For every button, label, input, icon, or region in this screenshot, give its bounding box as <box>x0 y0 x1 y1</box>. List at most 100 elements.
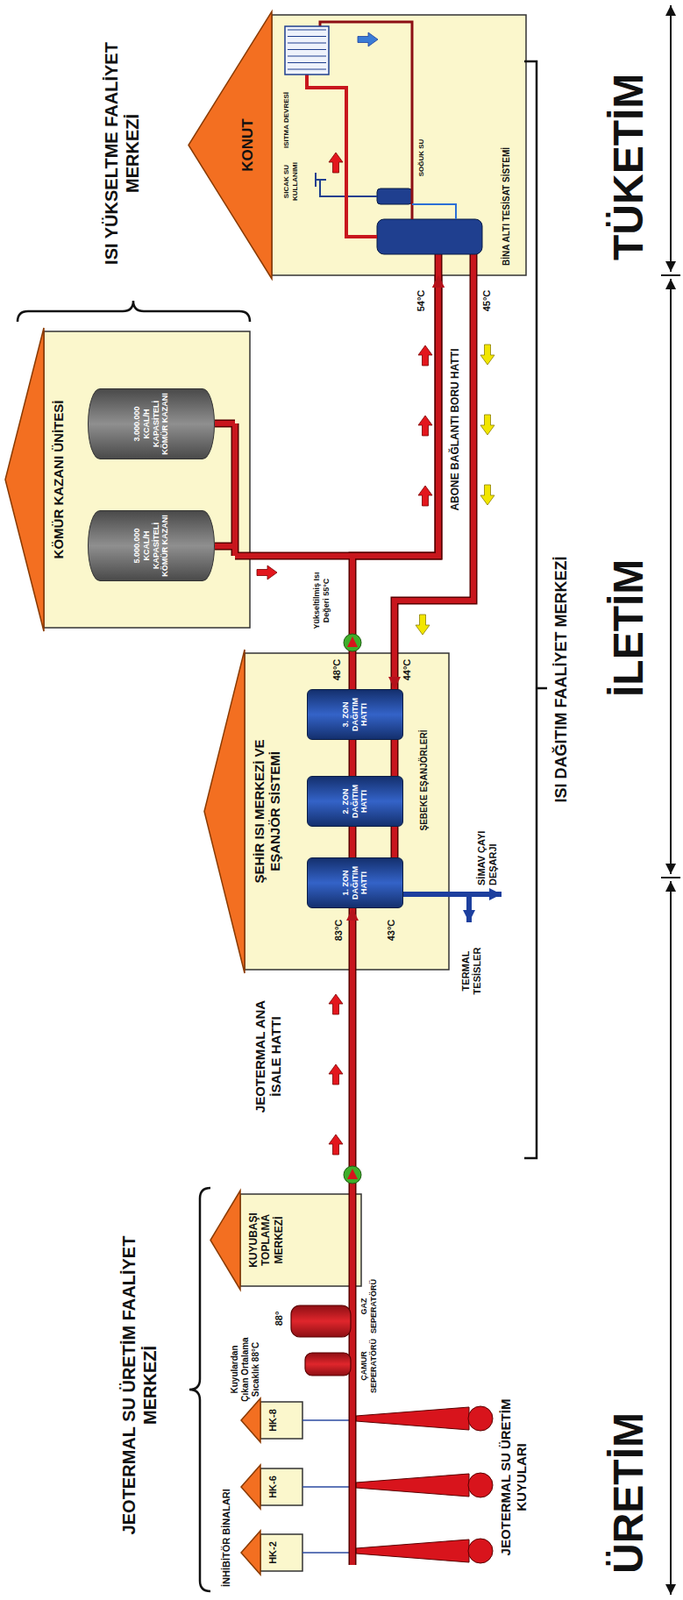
node-title: 3.000.000 KCAL/H KAPASİTELİ KÖMÜR KAZANI <box>130 389 172 459</box>
pipe-outline <box>249 275 474 1195</box>
label-text: ISITMA DEVRESİ <box>282 91 292 150</box>
label-text: TÜKETİM <box>603 10 655 261</box>
node-title: 3. ZON DAĞITIM HATTI <box>339 690 371 740</box>
brace <box>17 300 250 322</box>
building-installation <box>306 74 378 237</box>
brace <box>17 61 548 1592</box>
return-arrow <box>480 344 495 365</box>
label-text: TERMAL TESİSLER <box>460 933 484 1009</box>
label-text: 44°C <box>401 654 413 686</box>
pump <box>347 1168 358 1180</box>
house-roof <box>204 649 245 974</box>
node-title: KUYUBAŞI TOPLAMA MERKEZİ <box>210 1194 285 1287</box>
radiator-fin <box>287 35 327 37</box>
house-roof <box>5 327 44 632</box>
node-title: 5.000.000 KCAL/H KAPASİTELİ KÖMÜR KAZANI <box>130 511 172 581</box>
building-installation <box>284 21 483 255</box>
inhibitor-line <box>302 1420 349 1553</box>
pipe-outline <box>394 275 474 690</box>
label-text: İNHİBİTÖR BİNALARI <box>220 1437 233 1587</box>
boiler-node: 3.000.000 KCAL/H KAPASİTELİ KÖMÜR KAZANI <box>87 388 215 460</box>
well <box>355 1539 470 1563</box>
inhibitor-line <box>302 1486 349 1488</box>
radiator-fin <box>287 68 327 70</box>
building-installation <box>412 204 456 220</box>
well <box>355 1407 470 1431</box>
pipe-connector <box>349 739 356 776</box>
exchanger-node: 3. ZON DAĞITIM HATTI <box>306 689 404 740</box>
building-node: KONUT <box>188 14 527 276</box>
house-body <box>271 14 527 276</box>
house-shape <box>204 649 449 974</box>
return-arrow <box>415 614 430 635</box>
pipe <box>214 254 474 1566</box>
pump <box>343 1166 362 1184</box>
pipe-outline <box>348 908 357 1195</box>
flow-arrow <box>418 345 433 366</box>
house-shape <box>241 1530 303 1575</box>
pump <box>347 636 358 648</box>
discharge-pipe <box>403 891 502 897</box>
stage-arrow <box>661 274 681 277</box>
radiator-fin <box>287 42 327 43</box>
building-installation <box>284 26 329 75</box>
radiator-fin <box>287 55 327 57</box>
flow-arrow <box>328 1064 343 1085</box>
house-roof <box>241 1465 261 1509</box>
label-text: ÇAMUR SEPERATÖRÜ <box>359 1335 379 1397</box>
stage-arrow <box>669 278 672 875</box>
label-text: 48°C <box>331 654 343 686</box>
well <box>355 1473 470 1497</box>
pipe <box>214 254 474 1566</box>
boiler-node: 5.000.000 KCAL/H KAPASİTELİ KÖMÜR KAZANI <box>87 510 215 582</box>
inhibitor-line <box>302 1551 349 1554</box>
label-text: Yükseltilmiş Isı Değeri 55°C <box>312 563 332 638</box>
building-node: KUYUBAŞI TOPLAMA MERKEZİ <box>210 1194 362 1287</box>
pipe-outline <box>348 826 357 858</box>
node-title: KÖMÜR KAZANI ÜNİTESİ <box>5 331 67 628</box>
node-title: ŞEHİR ISI MERKEZİ VE EŞANJÖR SİSTEMİ <box>204 653 284 970</box>
label-text: İLETİM <box>603 486 655 698</box>
well <box>355 1406 493 1564</box>
pipe-connector <box>249 275 439 556</box>
flow-arrow <box>256 152 433 1155</box>
label-text: JEOTERMAL SU ÜRETİM FAALİYET MERKEZİ <box>118 1214 161 1557</box>
label-text: 88° <box>273 1302 285 1335</box>
house-roof <box>241 1530 261 1575</box>
well <box>468 1472 493 1498</box>
label-text: ŞEBEKE EŞANJÖRLERİ <box>419 705 430 855</box>
building-node: HK-8 <box>241 1401 303 1439</box>
house-shape <box>241 1465 303 1509</box>
cold-arrow <box>357 32 378 47</box>
node-title: HK-8 <box>241 1401 279 1439</box>
label-text: ÜRETİM <box>603 1345 655 1574</box>
building-installation <box>287 29 327 70</box>
label-text: Kuyulardan Çıkan Ortalama Sıcaklık 88°C <box>229 1335 262 1404</box>
label-text: 45°C <box>481 283 493 319</box>
pipe <box>214 254 474 1566</box>
house-roof <box>210 1190 241 1290</box>
house-shape <box>188 11 527 279</box>
label-text: ABONE BAĞLANTI BORU HATTI <box>448 328 462 531</box>
bracket <box>524 61 548 1159</box>
house-body <box>260 1534 303 1572</box>
flow-arrow <box>256 565 278 580</box>
pipe <box>249 275 474 1195</box>
pipe-connector <box>394 275 474 690</box>
well <box>468 1538 493 1564</box>
building-installation <box>377 188 413 205</box>
radiator-fin <box>287 62 327 64</box>
inhibitor-line <box>302 1419 349 1422</box>
separator <box>291 1305 351 1376</box>
discharge-pipe <box>466 894 472 923</box>
building-installation <box>377 219 483 255</box>
pipe-connector <box>349 908 356 1195</box>
house-body <box>260 1401 303 1439</box>
pipe-connector <box>349 826 356 858</box>
label-text: 54°C <box>415 283 427 319</box>
label-text: JEOTERMAL SU ÜRETİM KUYULARI <box>498 1367 530 1587</box>
building-installation <box>320 21 413 220</box>
pipe-outline <box>249 275 439 556</box>
radiator-fin <box>287 28 327 30</box>
